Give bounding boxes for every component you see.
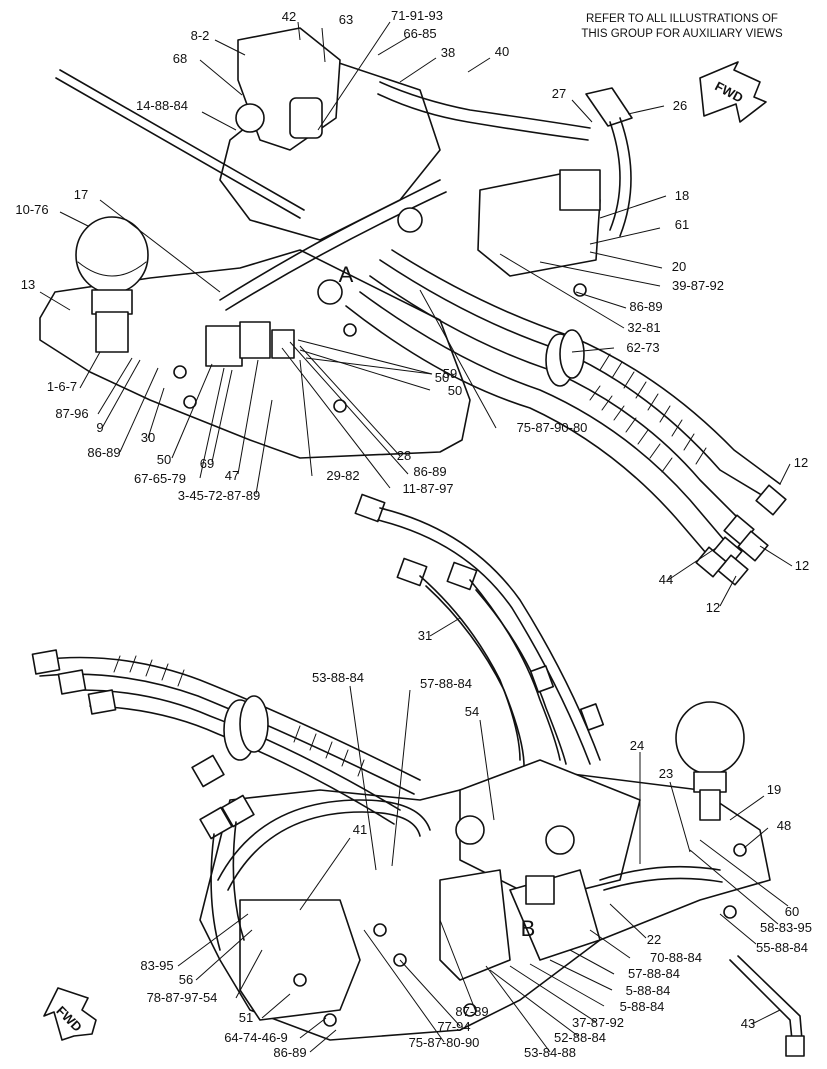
callout-label: 37-87-92 xyxy=(572,1015,624,1030)
callout-label: 57-88-84 xyxy=(628,966,680,981)
callout-label: 66-85 xyxy=(403,26,436,41)
callout-label: 56 xyxy=(179,972,193,987)
callout-label: 63 xyxy=(339,12,353,27)
callout-label: 27 xyxy=(552,86,566,101)
callout-label: 83-95 xyxy=(140,958,173,973)
callout-label: 13 xyxy=(21,277,35,292)
callout-label: 12 xyxy=(706,600,720,615)
callout-label: 12 xyxy=(795,558,809,573)
callout-label: 50 xyxy=(448,383,462,398)
callout-label: 20 xyxy=(672,259,686,274)
connecting-hoses xyxy=(354,493,605,767)
callout-label: 42 xyxy=(282,9,296,24)
callout-label: 50 xyxy=(435,370,449,385)
fwd-arrow-bottom: FWD xyxy=(43,987,97,1041)
callout-label: 60 xyxy=(785,904,799,919)
callout-label: 10-76 xyxy=(15,202,48,217)
callout-label: 71-91-93 xyxy=(391,8,443,23)
callout-label: 5-88-84 xyxy=(620,999,665,1014)
callout-label: 59 xyxy=(443,366,457,381)
callout-label: 32-81 xyxy=(627,320,660,335)
callout-label: 23 xyxy=(659,766,673,781)
callout-label: 87-96 xyxy=(55,406,88,421)
callout-label: 30 xyxy=(141,430,155,445)
callout-leader-lines xyxy=(39,21,793,1053)
view-b-label: B xyxy=(521,916,536,941)
callout-label: 28 xyxy=(397,448,411,463)
fwd-arrow-top: FWD xyxy=(699,61,767,123)
lower-assembly-view-b: B xyxy=(31,649,805,1057)
callout-label: 40 xyxy=(495,44,509,59)
callout-label: 70-88-84 xyxy=(650,950,702,965)
callout-label: 43 xyxy=(741,1016,755,1031)
callout-label: 14-88-84 xyxy=(136,98,188,113)
callout-label: 48 xyxy=(777,818,791,833)
callout-label: 57-88-84 xyxy=(420,676,472,691)
callout-label: 86-89 xyxy=(413,464,446,479)
callout-label: 86-89 xyxy=(629,299,662,314)
callout-label: 44 xyxy=(659,572,673,587)
callout-label: 26 xyxy=(673,98,687,113)
callout-label: 54 xyxy=(465,704,479,719)
auxiliary-note-line1: REFER TO ALL ILLUSTRATIONS OF xyxy=(586,13,778,25)
callout-label: 87-89 xyxy=(455,1004,488,1019)
callout-label: 31 xyxy=(418,628,432,643)
callout-label: 67-65-79 xyxy=(134,471,186,486)
view-a-label: A xyxy=(339,262,354,287)
callout-label: 86-89 xyxy=(273,1045,306,1060)
upper-assembly-view-a: A xyxy=(39,27,787,586)
callout-label: 11-87-97 xyxy=(402,481,453,496)
callout-label: 53-84-88 xyxy=(524,1045,576,1060)
callout-label: 8-2 xyxy=(191,28,210,43)
callout-label: 68 xyxy=(173,51,187,66)
callout-label: 58-83-95 xyxy=(760,920,812,935)
callout-label: 9 xyxy=(96,420,103,435)
callout-label: 38 xyxy=(441,45,455,60)
callout-label: 3-45-72-87-89 xyxy=(178,488,260,503)
callout-label: 78-87-97-54 xyxy=(147,990,218,1005)
callout-label: 19 xyxy=(767,782,781,797)
callout-label: 24 xyxy=(630,738,644,753)
callout-label: 69 xyxy=(200,456,214,471)
callout-label: 41 xyxy=(353,822,367,837)
callout-label: 22 xyxy=(647,932,661,947)
callout-label: 39-87-92 xyxy=(672,278,724,293)
callout-label: 50 xyxy=(157,452,171,467)
callout-label: 52-88-84 xyxy=(554,1030,606,1045)
callout-label: 12 xyxy=(794,455,808,470)
callout-labels: 8-2 42 63 71-91-93 66-85 38 40 68 14-88-… xyxy=(15,8,812,1060)
callout-label: 75-87-80-90 xyxy=(409,1035,480,1050)
callout-label: 53-88-84 xyxy=(312,670,364,685)
callout-label: 18 xyxy=(675,188,689,203)
callout-label: 55-88-84 xyxy=(756,940,808,955)
callout-label: 5-88-84 xyxy=(626,983,671,998)
callout-label: 1-6-7 xyxy=(47,379,77,394)
callout-label: 64-74-46-9 xyxy=(224,1030,288,1045)
callout-label: 86-89 xyxy=(87,445,120,460)
auxiliary-note-line2: THIS GROUP FOR AUXILIARY VIEWS xyxy=(581,28,783,40)
callout-label: 17 xyxy=(74,187,88,202)
callout-label: 47 xyxy=(225,468,239,483)
callout-label: 62-73 xyxy=(626,340,659,355)
callout-label: 29-82 xyxy=(326,468,359,483)
callout-label: 51 xyxy=(239,1010,253,1025)
callout-label: 61 xyxy=(675,217,689,232)
callout-label: 75-87-90-80 xyxy=(517,420,588,435)
callout-label: 77-94 xyxy=(437,1019,470,1034)
